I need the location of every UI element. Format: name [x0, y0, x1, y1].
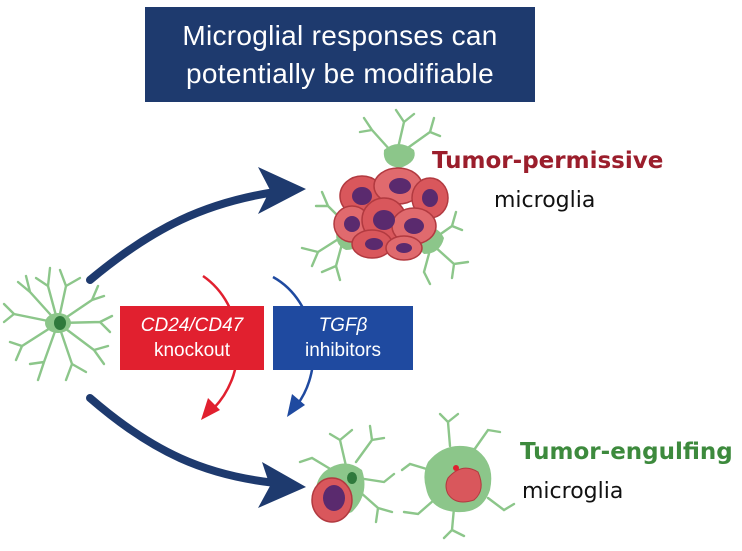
knockout-label: knockout — [153, 340, 231, 361]
tumor-engulfing-heading: Tumor-engulfing — [520, 439, 733, 465]
tgfb-label: TGFβ — [318, 315, 368, 336]
cd24-cd47-knockout-box: CD24/CD47 knockout — [120, 306, 264, 370]
inhibitors-label: inhibitors — [304, 340, 382, 361]
engulfing-microglia-icon — [298, 424, 396, 524]
arrow-icon — [86, 394, 306, 508]
title-line-2: potentially be modifiable — [186, 57, 494, 89]
engulfing-microglia-icon — [400, 412, 516, 540]
tgfb-inhibitors-box: TGFβ inhibitors — [273, 306, 413, 370]
arrow-icon — [86, 167, 306, 284]
title-line-1: Microglial responses can — [182, 19, 498, 51]
cd24-cd47-label: CD24/CD47 — [140, 315, 244, 336]
tumor-permissive-heading: Tumor-permissive — [432, 148, 664, 174]
resting-microglia-icon — [2, 266, 114, 382]
title-banner: Microglial responses can potentially be … — [145, 7, 535, 102]
tumor-engulfing-sublabel: microglia — [522, 479, 624, 504]
tumor-permissive-sublabel: microglia — [494, 188, 596, 213]
tumor-cluster-icon — [300, 108, 470, 286]
